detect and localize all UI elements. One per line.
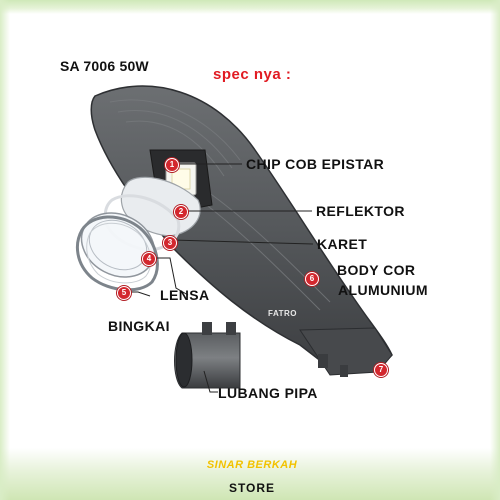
decorative-border-bottom <box>0 448 500 500</box>
store-logo-word: STORE <box>228 481 276 495</box>
part-label-lens: LENSA <box>160 287 210 303</box>
part-label-chip: CHIP COB EPISTAR <box>246 156 385 172</box>
part-label-frame: BINGKAI <box>108 318 170 334</box>
callout-badge-1: 1 <box>165 158 179 172</box>
reflector <box>120 176 201 237</box>
callout-badge-3: 3 <box>163 236 177 250</box>
decorative-border-top <box>0 0 500 14</box>
part-label-reflector: REFLEKTOR <box>316 203 405 219</box>
decorative-border-right <box>490 0 500 500</box>
model-title: SA 7006 50W <box>60 58 149 74</box>
store-logo-script: SINAR BERKAH <box>206 459 298 471</box>
part-label-body-line2: ALUMUNIUM <box>338 282 428 298</box>
callout-badge-4: 4 <box>142 252 156 266</box>
decorative-border-left <box>0 0 10 500</box>
callout-badge-7: 7 <box>374 363 388 377</box>
frame-bezel <box>75 215 159 292</box>
brand-mark: FATRO <box>268 309 298 318</box>
part-label-gasket: KARET <box>317 236 368 252</box>
callout-badge-2: 2 <box>174 205 188 219</box>
callout-badge-5: 5 <box>117 286 131 300</box>
spec-heading: spec nya : <box>213 66 292 83</box>
callout-badge-6: 6 <box>305 272 319 286</box>
part-label-body-line1: BODY COR <box>337 262 416 278</box>
part-label-pipe: LUBANG PIPA <box>218 385 318 401</box>
